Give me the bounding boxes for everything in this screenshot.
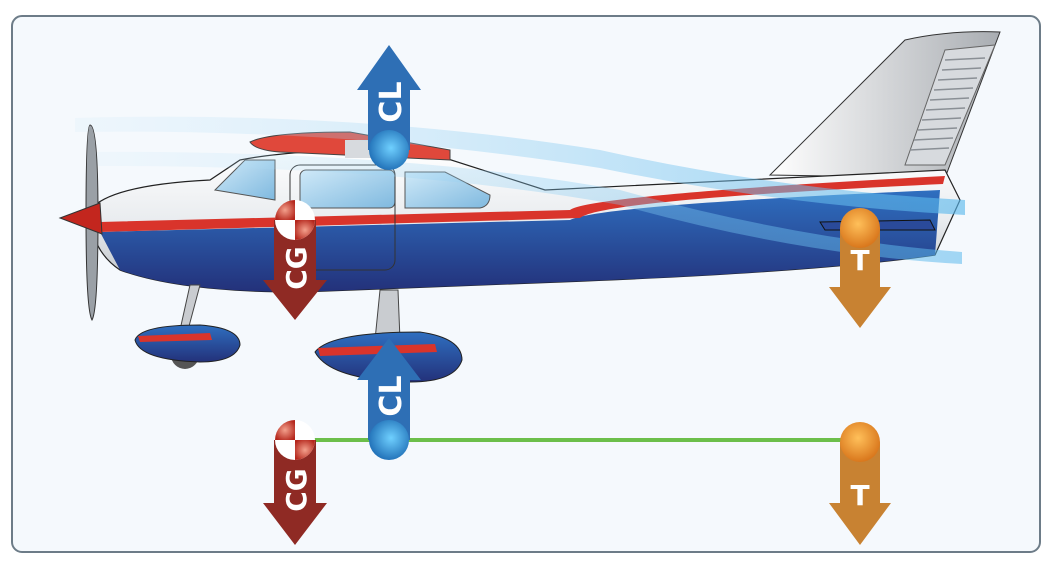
tail-arrow-bottom: T <box>829 422 891 545</box>
cg-symbol-icon <box>275 200 315 240</box>
lift-ball-icon <box>369 130 409 170</box>
tail-label: T <box>850 244 869 277</box>
rudder <box>904 44 996 166</box>
fairing-stripe <box>318 344 437 356</box>
tail-arrow-top: T <box>829 208 891 328</box>
cg-label: CG <box>280 246 313 290</box>
cg-symbol-icon <box>275 420 315 460</box>
lift-ball-icon <box>369 420 409 460</box>
spinner <box>58 202 103 235</box>
cabin-window-front <box>299 169 396 209</box>
lift-label: CL <box>374 81 409 122</box>
tail-label: T <box>850 479 869 512</box>
cg-arrow-bottom: CG <box>263 420 327 545</box>
nose-wheel-fairing <box>134 324 241 363</box>
tail-ball-icon <box>840 208 880 248</box>
rudder-vents <box>909 57 986 151</box>
lift-arrow-bottom: CL <box>357 338 421 460</box>
lift-arrow-top: CL <box>357 45 421 170</box>
cabin-window-rear <box>404 171 491 209</box>
airflow-stream <box>75 116 965 215</box>
fairing-stripe <box>138 333 212 342</box>
cg-arrow-top: CG <box>263 200 327 320</box>
tail-ball-icon <box>840 422 880 462</box>
wing-root <box>345 140 375 158</box>
lift-label: CL <box>374 375 409 416</box>
cg-label: CG <box>280 468 313 512</box>
